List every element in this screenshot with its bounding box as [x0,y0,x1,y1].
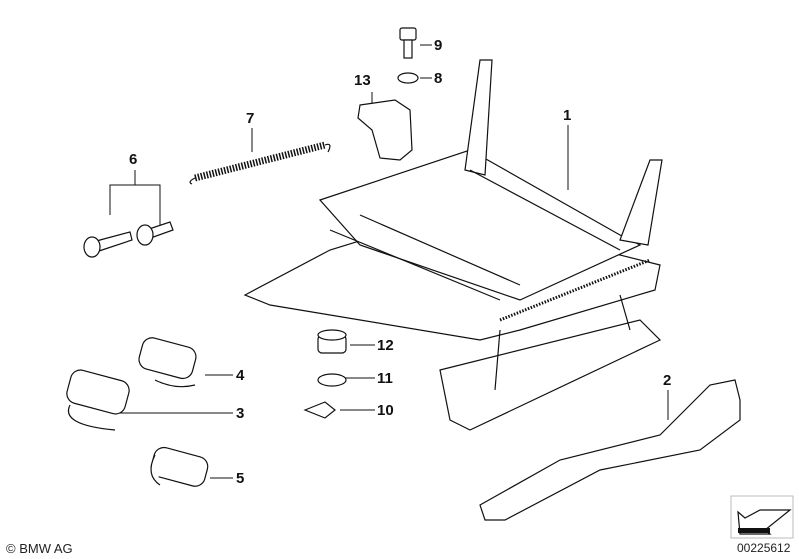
callout-8: 8 [434,70,443,87]
callout-13: 13 [354,72,371,89]
buffer-part-12 [317,329,347,354]
callout-2: 2 [663,372,672,389]
motor-part-4 [138,337,197,388]
bolt-part-9 [399,27,417,59]
callout-6: 6 [129,151,138,168]
callout-7: 7 [246,110,255,127]
bracket-part-13 [357,99,413,161]
callout-1: 1 [563,107,572,124]
diagram-number: 00225612 [737,541,791,555]
washer-part-8 [397,72,419,84]
diagram-arrow-logo [730,495,794,539]
motor-part-3 [66,369,130,431]
callout-10: 10 [377,402,394,419]
callout-4: 4 [236,367,245,384]
callout-11: 11 [377,370,393,387]
callout-5: 5 [236,470,245,487]
seat-frame-part-1 [243,59,663,431]
buffer-part-11 [317,373,347,387]
rail-cover-part-2 [479,379,741,521]
callout-12: 12 [377,337,394,354]
spring-part-7 [189,141,331,185]
clip-part-10 [303,401,336,419]
screws-part-6 [83,221,174,258]
motor-part-5 [150,446,209,487]
leader-lines [109,44,669,479]
callout-3: 3 [236,405,245,422]
copyright-text: © BMW AG [6,541,73,556]
callout-9: 9 [434,37,443,54]
